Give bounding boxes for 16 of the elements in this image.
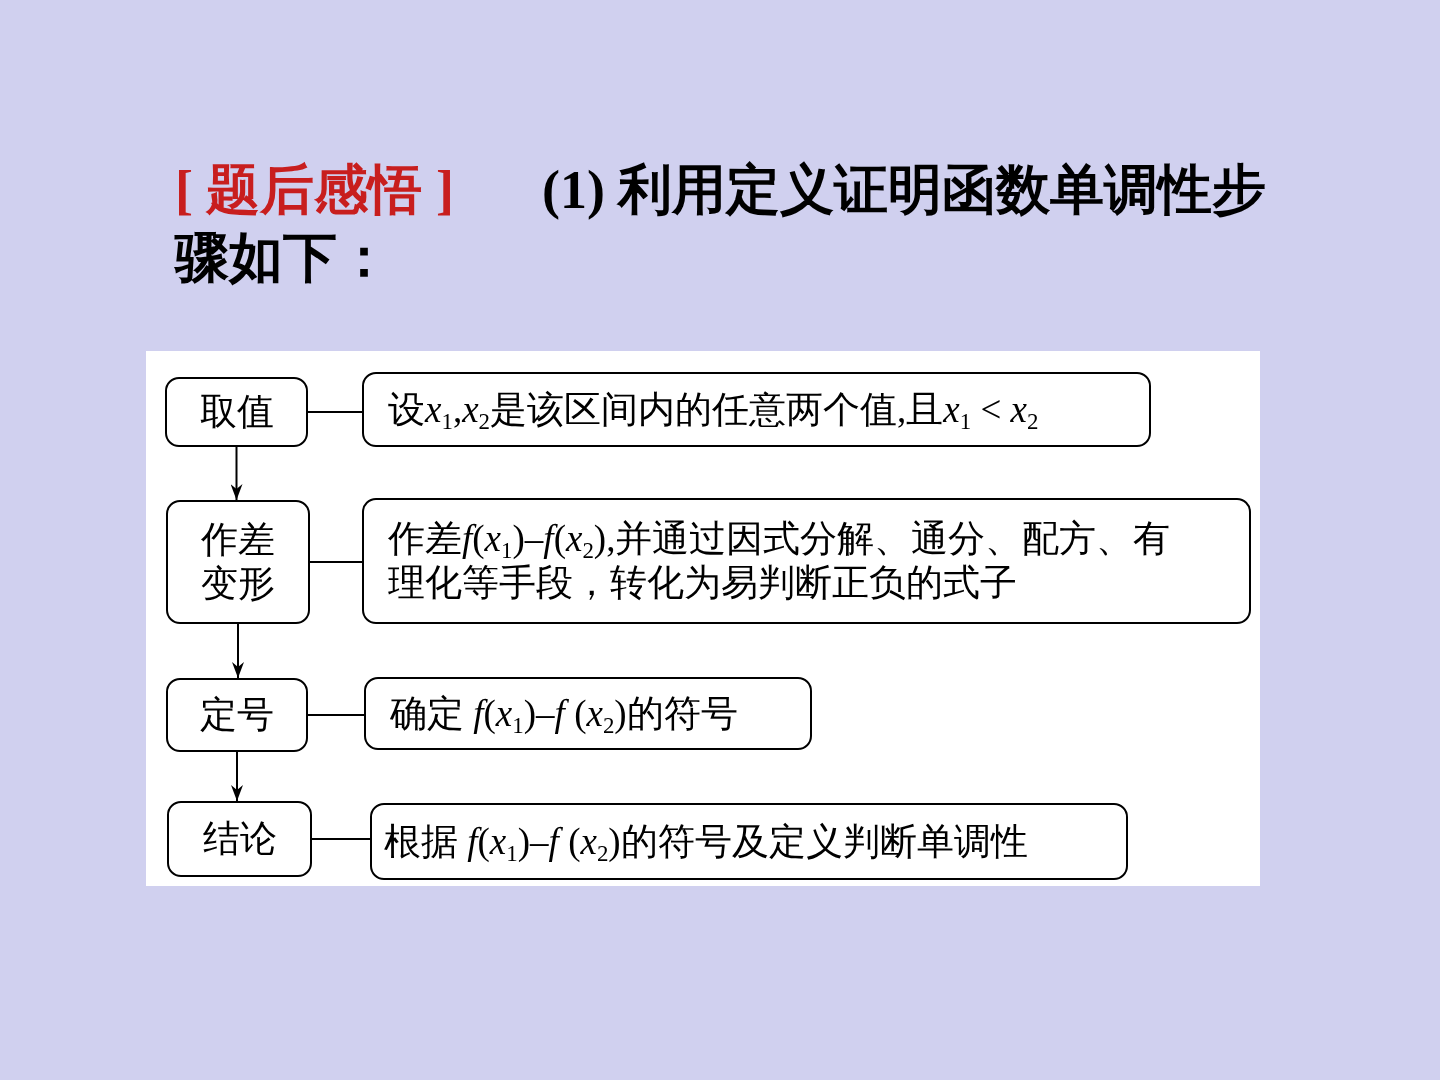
connector-line bbox=[307, 411, 363, 413]
step-box: 结论 bbox=[167, 801, 312, 877]
step-box: 作差变形 bbox=[166, 500, 310, 624]
step-box: 定号 bbox=[166, 678, 308, 752]
description-box: 作差f(x$_{1}$)–f(x$_{2}$),并通过因式分解、通分、配方、有理化等手段，转化为易判断正负的式子 bbox=[362, 498, 1251, 624]
connector-line bbox=[309, 561, 363, 563]
description-box: 设x$_{1}$,x$_{2}$是该区间内的任意两个值,且x$_{1}$ < x$_{2}$ bbox=[362, 372, 1151, 447]
description-box: 确定 f(x$_{1}$)–f (x$_{2}$)的符号 bbox=[364, 677, 812, 750]
description-box: 根据 f(x$_{1}$)–f (x$_{2}$)的符号及定义判断单调性 bbox=[370, 803, 1128, 880]
connector-line bbox=[311, 838, 371, 840]
step-box: 取值 bbox=[165, 377, 308, 447]
arrow bbox=[231, 751, 243, 802]
connector-line bbox=[307, 714, 365, 716]
title-text: [ 题后感悟 ] (1) 利用定义证明函数单调性步骤如下： bbox=[175, 159, 1268, 290]
arrow bbox=[230, 446, 243, 501]
arrow bbox=[232, 623, 244, 679]
